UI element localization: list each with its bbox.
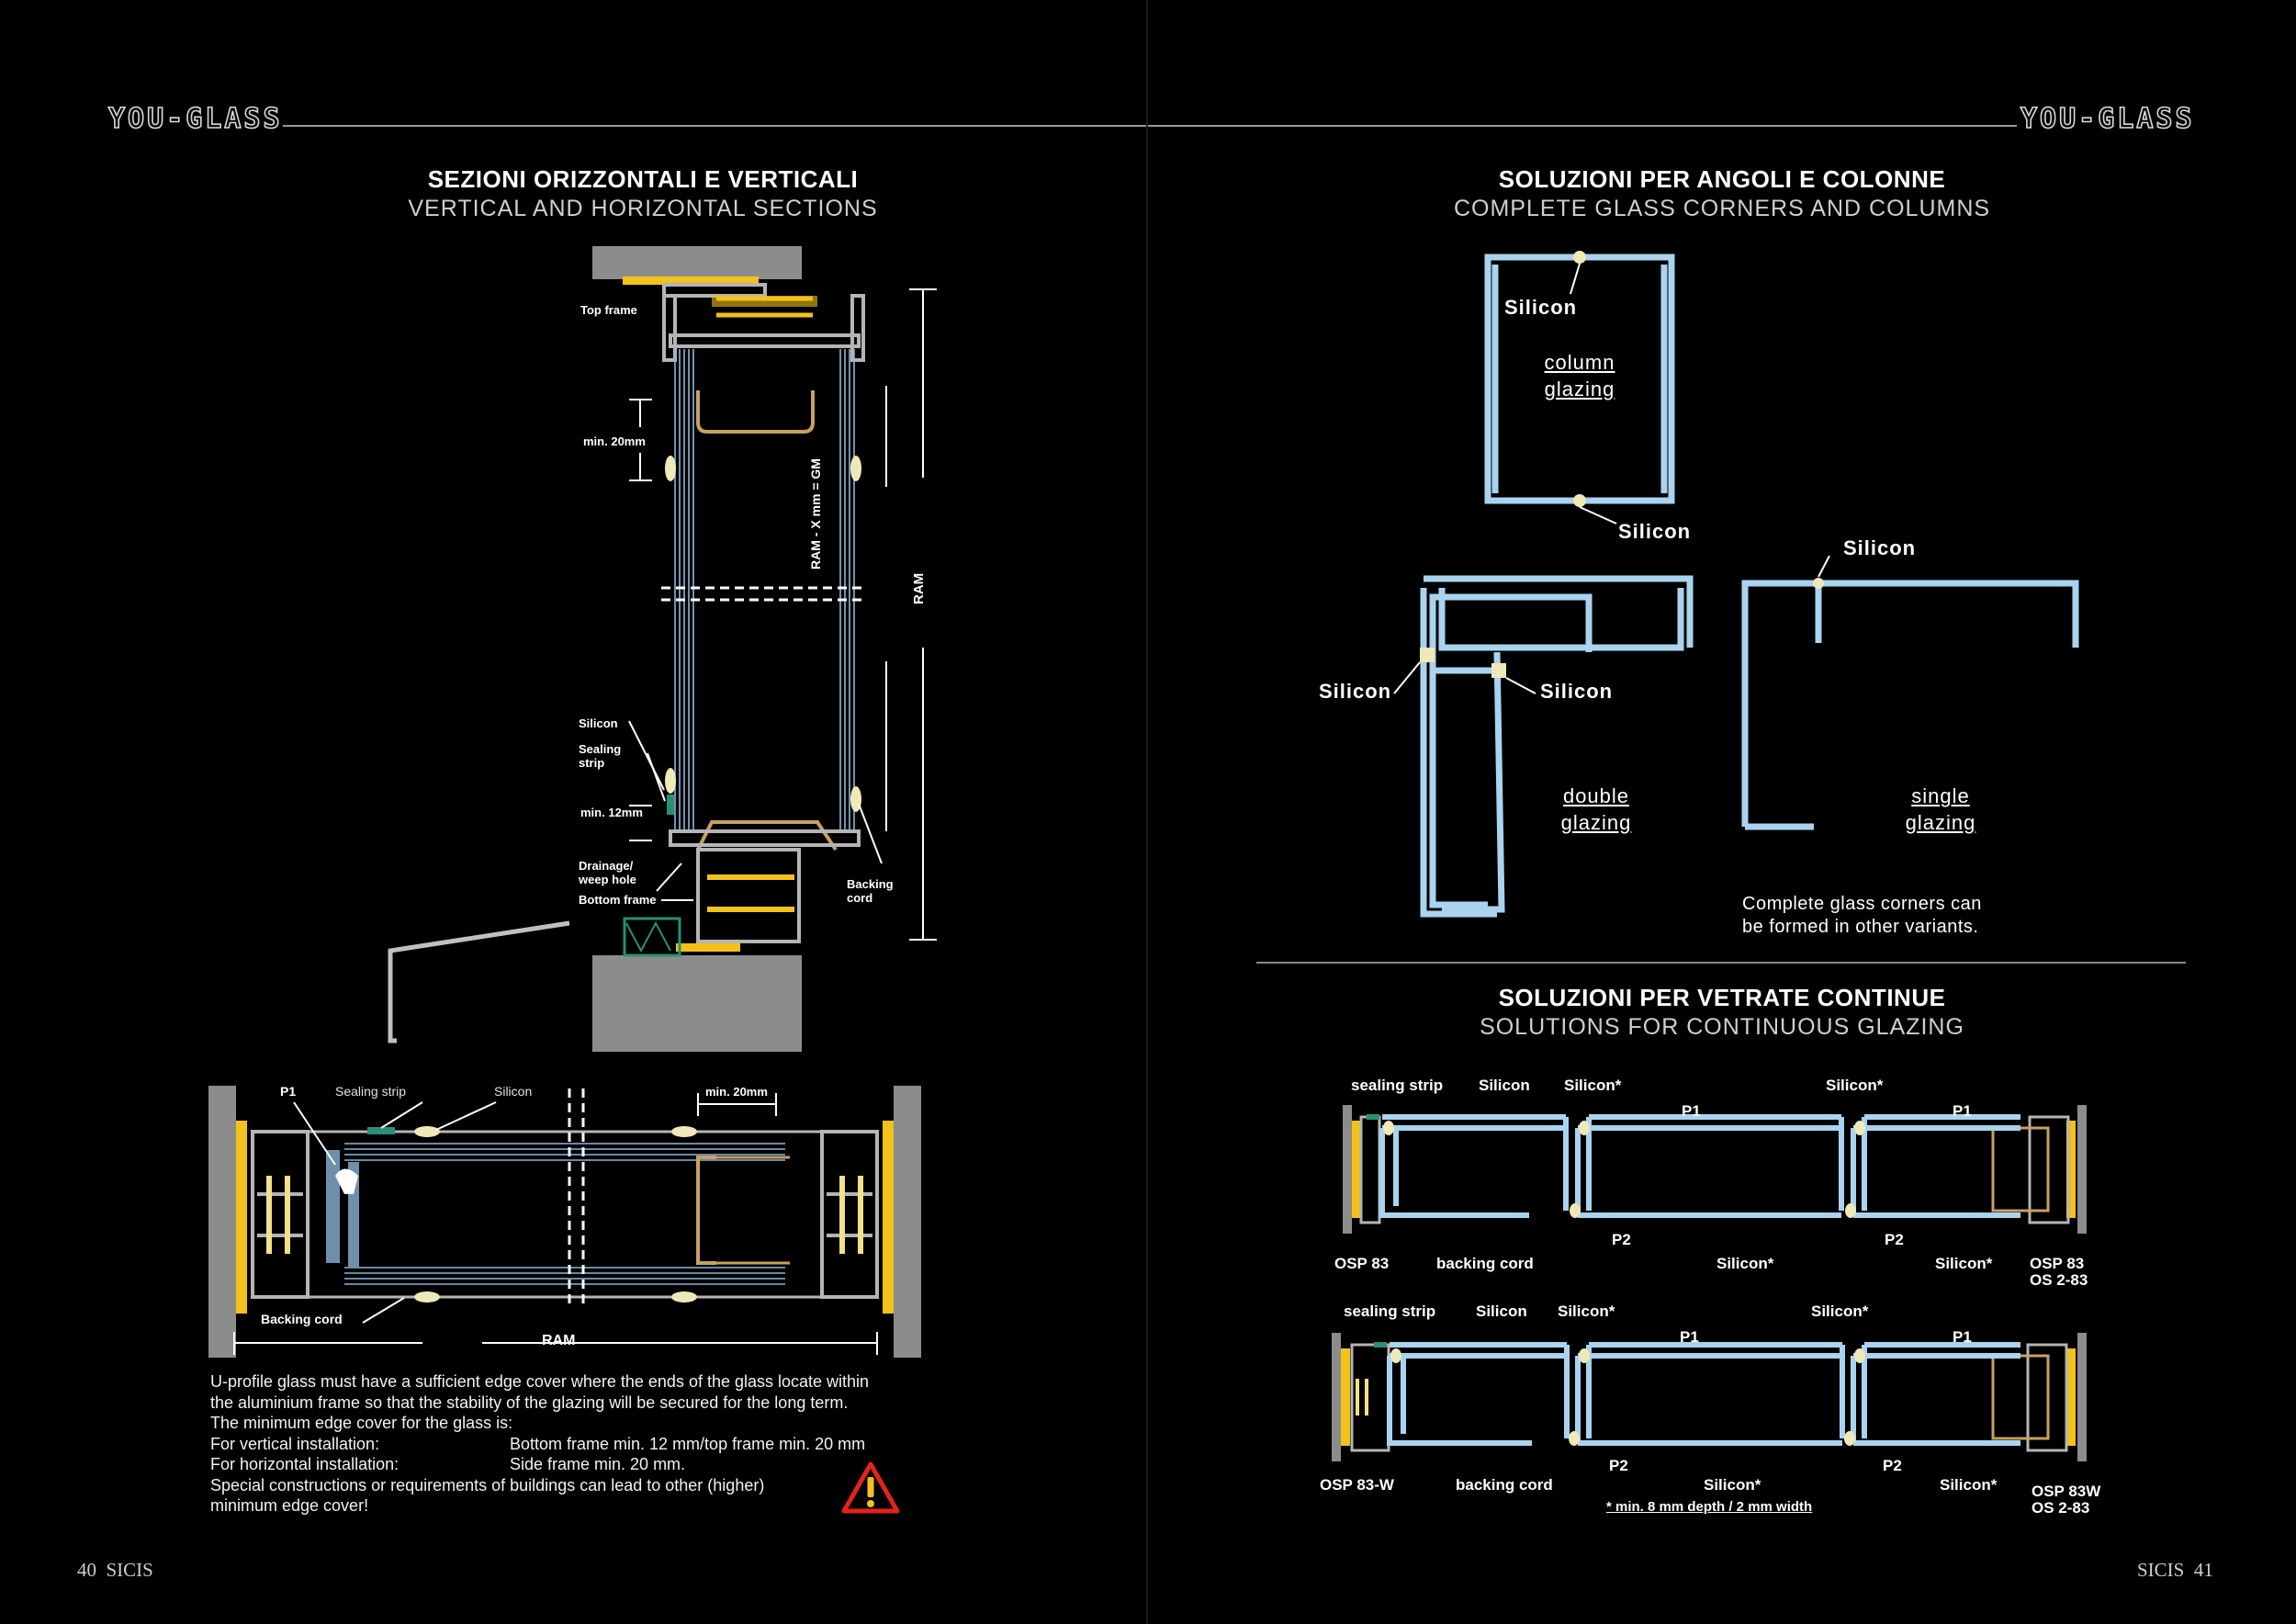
note-row-horizontal-label: For horizontal installation: <box>210 1455 400 1473</box>
label-p2-2b: P2 <box>1883 1457 1902 1474</box>
right-title-it: SOLUZIONI PER ANGOLI E COLONNE <box>1498 165 1946 193</box>
label-silicon-star-1b: Silicon* <box>1826 1077 1884 1094</box>
vertical-section-drawing <box>388 246 937 1052</box>
note-line-1: U-profile glass must have a sufficient e… <box>210 1372 870 1391</box>
right-title2-en: SOLUTIONS FOR CONTINUOUS GLAZING <box>1480 1014 1964 1040</box>
note-line-6: Special constructions or requirements of… <box>210 1475 765 1494</box>
label-silicon-star-2c: Silicon* <box>1704 1476 1761 1494</box>
header-rule <box>283 125 2017 127</box>
continuous-glazing-drawing-osp83w <box>1332 1333 2087 1461</box>
label-p2-1a: P2 <box>1612 1231 1631 1248</box>
label-backing-cord-2: backing cord <box>1456 1476 1553 1494</box>
label-silicon-double-left: Silicon <box>1319 680 1392 703</box>
note-line-7: minimum edge cover! <box>210 1496 369 1515</box>
label-silicon-star-2b: Silicon* <box>1811 1303 1869 1320</box>
page-number-right: SICIS 41 <box>2137 1559 2213 1581</box>
right-title2-it: SOLUZIONI PER VETRATE CONTINUE <box>1498 984 1946 1011</box>
label-backing-cord-vertical: Backing cord <box>847 877 894 905</box>
glass-corners-drawing <box>1393 251 2079 918</box>
brand-logo-right: YOU-GLASS <box>2020 102 2195 136</box>
label-min-12mm: min. 12mm <box>580 806 643 819</box>
page-spine <box>1146 0 1148 1624</box>
right-title-en: COMPLETE GLASS CORNERS AND COLUMNS <box>1453 196 1991 221</box>
label-ram-horizontal: RAM <box>542 1333 576 1348</box>
label-ram-minus-x: RAM - X mm = GM <box>808 458 823 570</box>
note-line-3: The minimum edge cover for the glass is: <box>210 1414 513 1432</box>
label-sealing-strip-horizontal: Sealing strip <box>335 1084 407 1099</box>
label-p1-2a: P1 <box>1680 1328 1699 1346</box>
section-divider <box>1256 962 2186 964</box>
label-sealing-strip-vertical: Sealing strip <box>579 742 622 770</box>
label-osp83w-right: OSP 83W <box>2032 1483 2101 1500</box>
footnote-min-depth: * min. 8 mm depth / 2 mm width <box>1606 1499 1813 1515</box>
note-row-horizontal: For horizontal installation: Side frame … <box>210 1454 963 1475</box>
label-silicon-star-1d: Silicon* <box>1935 1255 1993 1272</box>
note-line-2: the aluminium frame so that the stabilit… <box>210 1393 849 1412</box>
label-p2-1b: P2 <box>1885 1231 1904 1248</box>
label-min-20mm-horizontal: min. 20mm <box>705 1085 768 1099</box>
label-top-frame: Top frame <box>580 303 637 317</box>
label-silicon-column-top: Silicon <box>1504 296 1578 319</box>
label-silicon-single: Silicon <box>1843 536 1917 559</box>
label-ram-vertical: RAM <box>911 572 927 604</box>
label-silicon-star-1c: Silicon* <box>1716 1255 1774 1272</box>
note-row-vertical: For vertical installation: Bottom frame … <box>210 1434 963 1455</box>
left-title-it: SEZIONI ORIZZONTALI E VERTICALI <box>427 165 859 193</box>
horizontal-section-drawing <box>208 1086 921 1358</box>
label-silicon-2: Silicon <box>1476 1303 1527 1320</box>
label-silicon-horizontal: Silicon <box>494 1084 533 1099</box>
label-p1-horizontal: P1 <box>280 1084 297 1099</box>
label-osp83: OSP 83 <box>1334 1255 1390 1272</box>
label-os283-1: OS 2-83 <box>2030 1271 2088 1289</box>
note-row-horizontal-value: Side frame min. 20 mm. <box>510 1455 686 1473</box>
label-silicon-star-2d: Silicon* <box>1940 1476 1998 1494</box>
page-number-left: 40 SICIS <box>77 1559 153 1581</box>
label-silicon-column-bottom: Silicon <box>1618 520 1692 543</box>
label-drainage-weep-hole: Drainage/ weep hole <box>579 859 636 886</box>
label-osp83w-left: OSP 83-W <box>1320 1476 1394 1494</box>
label-os283-2: OS 2-83 <box>2032 1499 2090 1517</box>
label-p1-2b: P1 <box>1953 1328 1972 1346</box>
edge-cover-notes: U-profile glass must have a sufficient e… <box>210 1371 963 1517</box>
warning-triangle-icon <box>841 1461 900 1514</box>
label-min-20mm-vertical: min. 20mm <box>583 434 646 448</box>
label-p1-1a: P1 <box>1682 1102 1701 1120</box>
label-osp83-right: OSP 83 <box>2030 1255 2085 1272</box>
note-row-vertical-value: Bottom frame min. 12 mm/top frame min. 2… <box>510 1434 866 1453</box>
label-bottom-frame: Bottom frame <box>579 893 657 907</box>
label-backing-cord-1: backing cord <box>1436 1255 1534 1272</box>
label-silicon-star-2a: Silicon* <box>1558 1303 1615 1320</box>
label-silicon-vertical: Silicon <box>579 716 618 730</box>
label-p2-2a: P2 <box>1609 1457 1628 1474</box>
left-title-en: VERTICAL AND HORIZONTAL SECTIONS <box>408 196 878 221</box>
label-p1-1b: P1 <box>1953 1102 1972 1120</box>
label-silicon-star-1a: Silicon* <box>1564 1077 1622 1094</box>
brand-logo-left: YOU-GLASS <box>107 102 283 136</box>
label-backing-cord-horizontal: Backing cord <box>261 1312 343 1326</box>
label-sealing-strip-1: sealing strip <box>1351 1077 1444 1094</box>
note-row-vertical-label: For vertical installation: <box>210 1434 380 1453</box>
label-silicon-1: Silicon <box>1479 1077 1530 1094</box>
label-sealing-strip-2: sealing strip <box>1344 1303 1436 1320</box>
continuous-glazing-drawing-osp83 <box>1343 1105 2087 1234</box>
label-silicon-double-right: Silicon <box>1540 680 1614 703</box>
